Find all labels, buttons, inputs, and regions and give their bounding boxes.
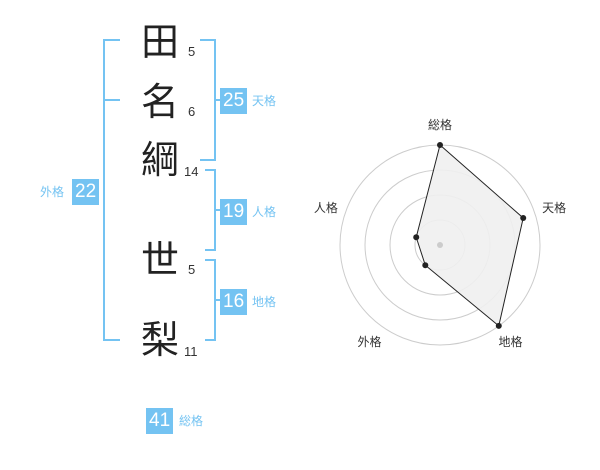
- soukaku-label: 総格: [179, 414, 204, 428]
- stroke-count-4: 5: [188, 262, 196, 277]
- radar-point: [422, 262, 429, 269]
- name-char-3: 綱: [140, 138, 179, 182]
- stroke-count-3: 14: [184, 164, 199, 179]
- stroke-count-5: 11: [184, 344, 198, 359]
- radar-shape: [415, 144, 524, 327]
- name-char-5: 梨: [140, 318, 179, 362]
- radar-point: [413, 234, 420, 241]
- radar-center: [437, 242, 443, 248]
- radar-point: [437, 142, 443, 148]
- soukaku-badge: 41: [146, 408, 174, 434]
- tenkaku-label: 天格: [252, 94, 277, 108]
- name-char-1: 田: [140, 20, 179, 64]
- stroke-count-2: 6: [188, 104, 196, 119]
- radar-point: [520, 214, 527, 221]
- chikaku-badge: 16: [220, 289, 248, 315]
- gaikaku-badge: 22: [72, 179, 100, 205]
- radar-axis-label: 総格: [428, 117, 452, 132]
- jinkaku-label: 人格: [252, 205, 277, 219]
- radar-axis-label: 外格: [357, 334, 381, 349]
- radar-axis-label: 人格: [314, 200, 338, 215]
- jinkaku-badge: 19: [220, 199, 248, 225]
- name-char-4: 世: [140, 238, 179, 282]
- name-char-2: 名: [140, 80, 179, 124]
- gaikaku-bracket: [103, 39, 120, 341]
- tenkaku-badge: 25: [220, 88, 248, 114]
- chikaku-label: 地格: [252, 295, 277, 309]
- radar-point: [495, 322, 502, 329]
- stroke-count-1: 5: [188, 44, 196, 59]
- radar-axis-label: 地格: [499, 334, 523, 349]
- radar-axis-label: 天格: [542, 200, 566, 215]
- gaikaku-label: 外格: [40, 185, 65, 199]
